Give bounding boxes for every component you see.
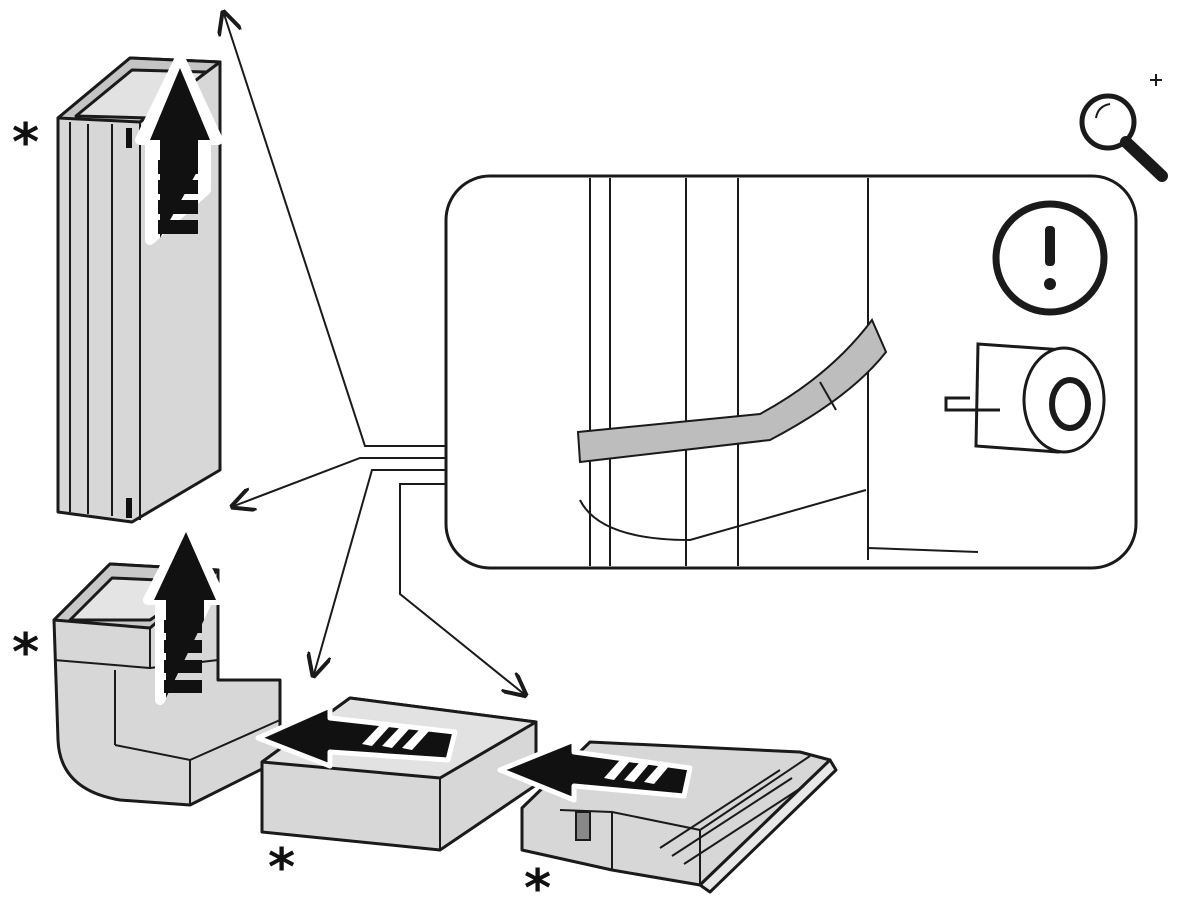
callout-connectors (224, 14, 524, 694)
elbow-duct-marker: * (12, 623, 39, 683)
up-arrow-vertical (135, 53, 223, 245)
exclamation-circle-icon (992, 200, 1108, 316)
adapter-marker: * (524, 859, 551, 906)
vertical-duct-marker: * (12, 113, 39, 173)
left-arrow-adapter (497, 737, 693, 803)
tape-roll-icon (944, 342, 1106, 454)
left-arrow-flat (255, 703, 458, 769)
zoom-in-icon (1079, 74, 1168, 182)
detail-callout-panel (444, 174, 1138, 570)
flat-duct-marker: * (268, 838, 295, 898)
tape-strip (576, 318, 888, 464)
up-arrow-elbow (143, 520, 227, 705)
